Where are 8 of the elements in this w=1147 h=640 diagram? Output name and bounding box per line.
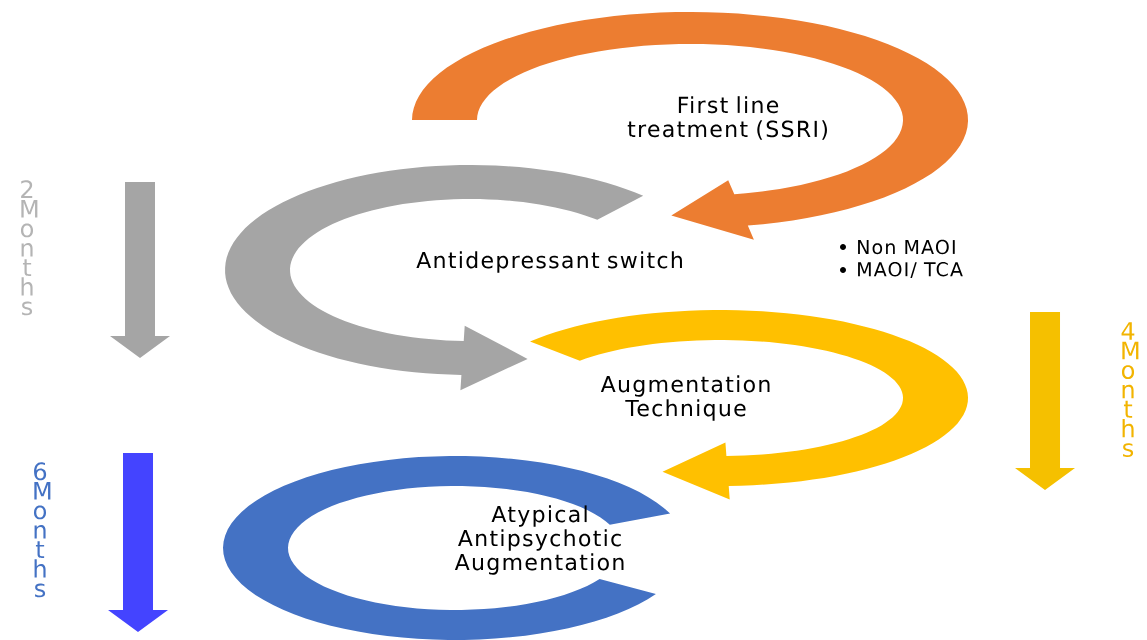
time-label: 2 Months xyxy=(21,180,38,316)
curved-arrow-stage: Augmentation Technique xyxy=(530,310,968,500)
time-label: 6 Months xyxy=(34,462,51,598)
curved-arrow-stage: First line treatment (SSRI) xyxy=(412,12,968,240)
time-label: 4 Months xyxy=(1121,322,1139,458)
bullet-item: Non MAOI xyxy=(858,239,955,255)
curved-arrow-stage: Atypical Antipsychotic Augmentation xyxy=(223,456,671,640)
bullet-item: MAOI/ TCA xyxy=(858,262,963,278)
